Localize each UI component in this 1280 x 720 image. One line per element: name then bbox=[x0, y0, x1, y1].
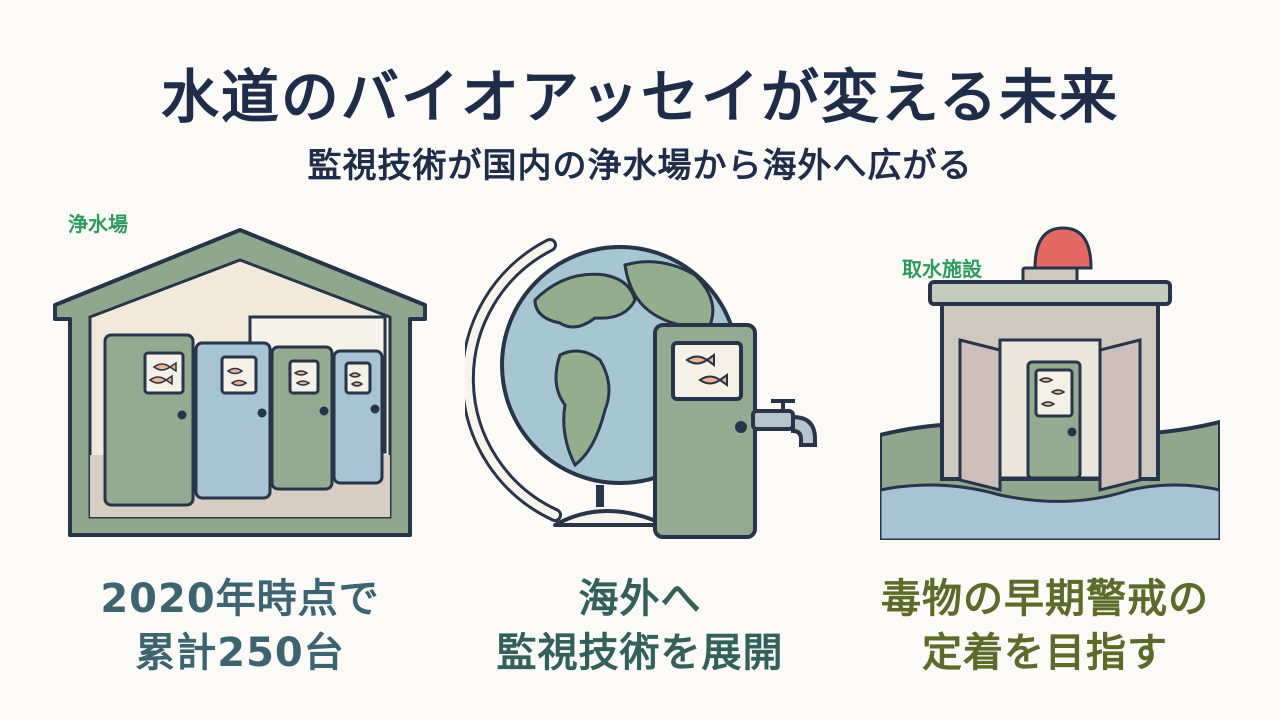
panel-1-caption-line-2: 累計250台 bbox=[135, 630, 345, 676]
inner-monitor-unit bbox=[1026, 360, 1082, 480]
intake-facility-illustration bbox=[880, 226, 1220, 540]
panel-2-caption-line-1: 海外へ bbox=[578, 576, 702, 622]
panel-3-caption-line-2: 定着を目指す bbox=[922, 630, 1168, 676]
monitor-unit-2 bbox=[194, 341, 272, 500]
panel-1-caption-line-1: 2020年時点で bbox=[100, 576, 380, 622]
page-title: 水道のバイオアッセイが変える未来 bbox=[160, 63, 1120, 131]
monitor-unit-1 bbox=[103, 333, 195, 507]
page-subtitle: 監視技術が国内の浄水場から海外へ広がる bbox=[307, 146, 973, 186]
panel-3-label: 取水施設 bbox=[902, 257, 982, 281]
panel-1-label: 浄水場 bbox=[68, 212, 128, 236]
faucet-icon bbox=[751, 399, 817, 447]
panel-2-caption: 海外へ 監視技術を展開 bbox=[450, 572, 830, 680]
bioassay-monitor bbox=[653, 323, 757, 539]
water-treatment-plant-illustration bbox=[53, 228, 427, 537]
panel-2-caption-line-2: 監視技術を展開 bbox=[496, 630, 784, 676]
monitor-unit-4 bbox=[332, 349, 384, 485]
globe-with-monitor-illustration bbox=[465, 238, 817, 539]
alarm-light-icon bbox=[1021, 226, 1093, 284]
panel-3-caption: 毒物の早期警戒の 定着を目指す bbox=[850, 572, 1240, 680]
panel-3-caption-line-1: 毒物の早期警戒の bbox=[881, 576, 1209, 622]
monitor-unit-3 bbox=[270, 345, 334, 491]
panel-1-caption: 2020年時点で 累計250台 bbox=[50, 572, 430, 680]
